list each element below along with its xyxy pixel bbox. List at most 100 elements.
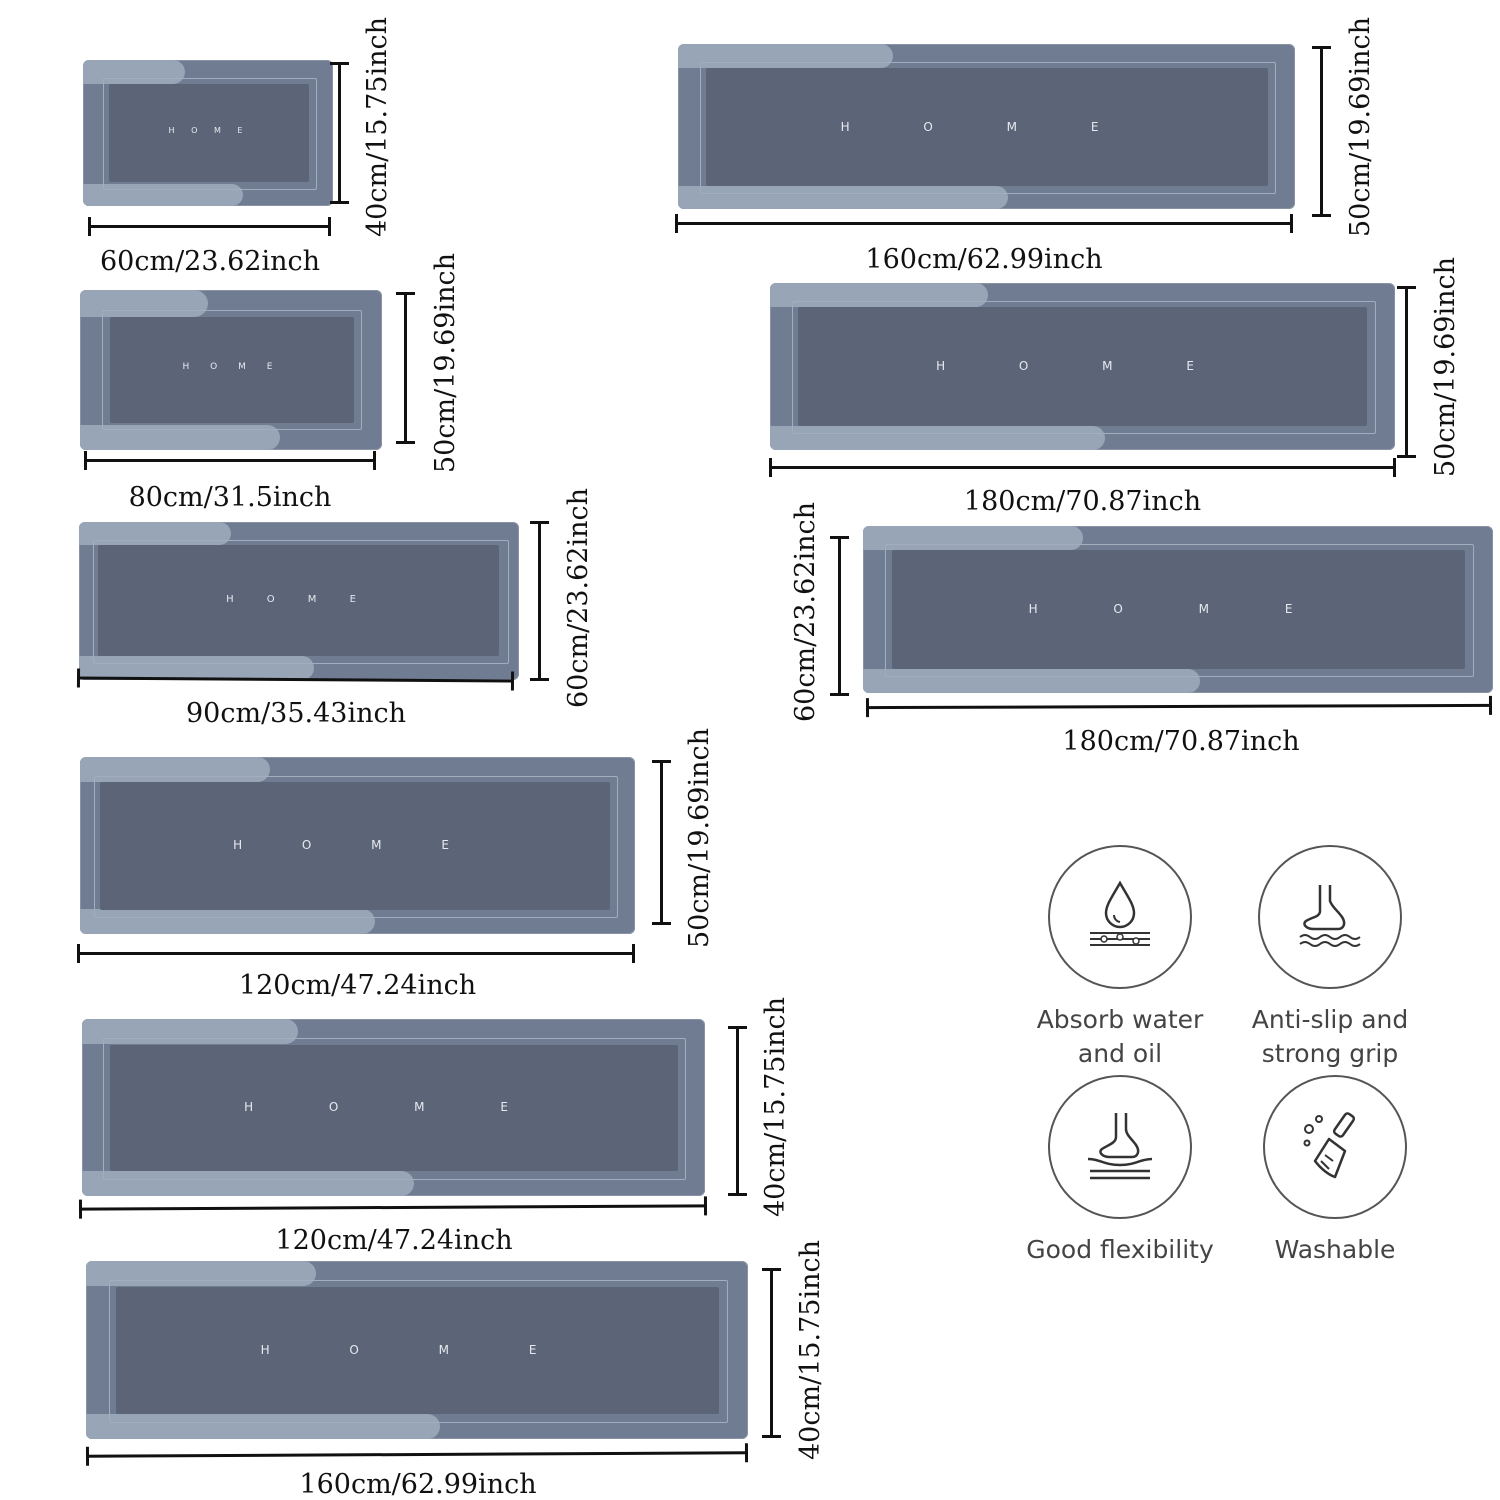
feature-label: Absorb water and oil xyxy=(1036,1005,1204,1068)
mat-panel: H O M E xyxy=(798,307,1367,426)
mat-accent-top xyxy=(79,522,231,545)
feature-circle xyxy=(1258,845,1402,989)
mat-accent-bottom xyxy=(82,1171,414,1196)
mat-inner-border xyxy=(103,78,317,190)
mat-inner-border xyxy=(792,301,1376,434)
feature-absorb: Absorb water and oil xyxy=(1005,845,1235,1071)
width-dimension-line xyxy=(769,458,1396,477)
feature-washable: Washable xyxy=(1220,1075,1450,1267)
height-label: 50cm/19.69inch xyxy=(684,727,715,948)
feature-circle xyxy=(1263,1075,1407,1219)
mat-body: H O M E xyxy=(82,1019,705,1196)
mat-panel: H O M E xyxy=(892,550,1465,669)
mat-home-text: H O M E xyxy=(244,1100,544,1114)
height-dimension-line xyxy=(530,521,549,681)
mat-body: H O M E xyxy=(678,44,1295,209)
mat-accent-top xyxy=(86,1261,316,1286)
mat-accent-bottom xyxy=(770,426,1105,450)
mat-accent-bottom xyxy=(80,909,375,934)
mat-body: H O M E xyxy=(83,60,333,206)
height-dimension-line xyxy=(396,292,415,444)
height-label: 50cm/19.69inch xyxy=(1345,16,1376,237)
feature-circle xyxy=(1048,845,1192,989)
mat-accent-top xyxy=(83,60,185,84)
feature-circle xyxy=(1048,1075,1192,1219)
mat-inner-border xyxy=(109,1280,728,1423)
width-dimension-line xyxy=(85,1451,749,1458)
height-dimension-line xyxy=(652,760,671,925)
width-label: 90cm/35.43inch xyxy=(185,698,406,729)
width-dimension-line xyxy=(675,214,1293,233)
mat-accent-top xyxy=(80,757,270,782)
mat-panel: H O M E xyxy=(110,317,354,423)
feature-label: Anti-slip and strong grip xyxy=(1251,1005,1409,1068)
mat-panel: H O M E xyxy=(98,545,499,656)
mat-home-text: H O M E xyxy=(1028,602,1329,616)
height-label: 40cm/15.75inch xyxy=(760,996,791,1217)
mat-accent-bottom xyxy=(86,1414,440,1439)
mat-panel: H O M E xyxy=(110,1045,678,1171)
mat-home-text: H O M E xyxy=(840,120,1134,134)
height-label: 40cm/15.75inch xyxy=(362,16,393,237)
mat-home-text: H O M E xyxy=(233,838,477,852)
width-dimension-line xyxy=(78,1204,708,1211)
mat-body: H O M E xyxy=(770,283,1395,450)
height-label: 40cm/15.75inch xyxy=(795,1239,826,1460)
width-label: 80cm/31.5inch xyxy=(128,482,332,513)
feature-label: Good flexibility xyxy=(1026,1235,1214,1264)
mat-accent-top xyxy=(678,44,893,68)
width-dimension-line xyxy=(865,703,1493,710)
mat-body: H O M E xyxy=(86,1261,748,1439)
height-label: 50cm/19.69inch xyxy=(430,252,461,473)
mat-accent-top xyxy=(80,290,208,317)
mat-inner-border xyxy=(885,544,1474,677)
mat-inner-border xyxy=(93,540,509,664)
width-label: 160cm/62.99inch xyxy=(299,1469,537,1500)
foot-flex-icon xyxy=(1087,1113,1153,1180)
width-label: 120cm/47.24inch xyxy=(275,1225,513,1256)
feature-label: Washable xyxy=(1274,1235,1396,1264)
height-label: 60cm/23.62inch xyxy=(563,487,594,708)
width-label: 60cm/23.62inch xyxy=(99,246,320,277)
mat-panel: H O M E xyxy=(109,84,309,182)
mat-accent-bottom xyxy=(863,669,1200,693)
mat-body: H O M E xyxy=(80,290,382,450)
mat-home-text: H O M E xyxy=(226,594,371,605)
height-dimension-line xyxy=(330,62,349,204)
mat-home-text: H O M E xyxy=(182,362,282,372)
height-dimension-line xyxy=(830,536,849,696)
foot-grip-icon xyxy=(1299,885,1361,947)
mat-inner-border xyxy=(700,62,1276,194)
mat-panel: H O M E xyxy=(116,1287,719,1414)
mat-home-text: H O M E xyxy=(260,1343,575,1357)
brush-wash-icon xyxy=(1303,1112,1356,1179)
width-label: 160cm/62.99inch xyxy=(865,244,1103,275)
mat-home-text: H O M E xyxy=(168,126,250,135)
mat-accent-top xyxy=(863,526,1083,550)
height-dimension-line xyxy=(762,1268,781,1438)
mat-inner-border xyxy=(102,310,362,430)
height-dimension-line xyxy=(1397,286,1416,458)
mat-accent-bottom xyxy=(678,186,1008,209)
mat-body: H O M E xyxy=(80,757,635,934)
width-dimension-line xyxy=(88,217,331,236)
width-label: 180cm/70.87inch xyxy=(963,486,1202,517)
mat-inner-border xyxy=(94,776,618,918)
mat-inner-border xyxy=(103,1038,686,1180)
feature-anti-slip: Anti-slip and strong grip xyxy=(1215,845,1445,1071)
mat-panel: H O M E xyxy=(706,68,1268,186)
width-dimension-line xyxy=(84,451,376,470)
mat-accent-top xyxy=(82,1019,298,1044)
mat-panel: H O M E xyxy=(100,782,610,910)
water-drop-icon xyxy=(1090,880,1150,946)
height-label: 60cm/23.62inch xyxy=(790,501,821,722)
width-dimension-line xyxy=(77,944,635,963)
mat-home-text: H O M E xyxy=(936,359,1229,373)
mat-body: H O M E xyxy=(863,526,1493,693)
height-dimension-line xyxy=(1312,46,1331,217)
feature-flexibility: Good flexibility xyxy=(1005,1075,1235,1267)
width-label: 180cm/70.87inch xyxy=(1062,726,1300,757)
mat-accent-top xyxy=(770,283,988,307)
height-dimension-line xyxy=(728,1026,747,1196)
height-label: 50cm/19.69inch xyxy=(1430,256,1461,477)
